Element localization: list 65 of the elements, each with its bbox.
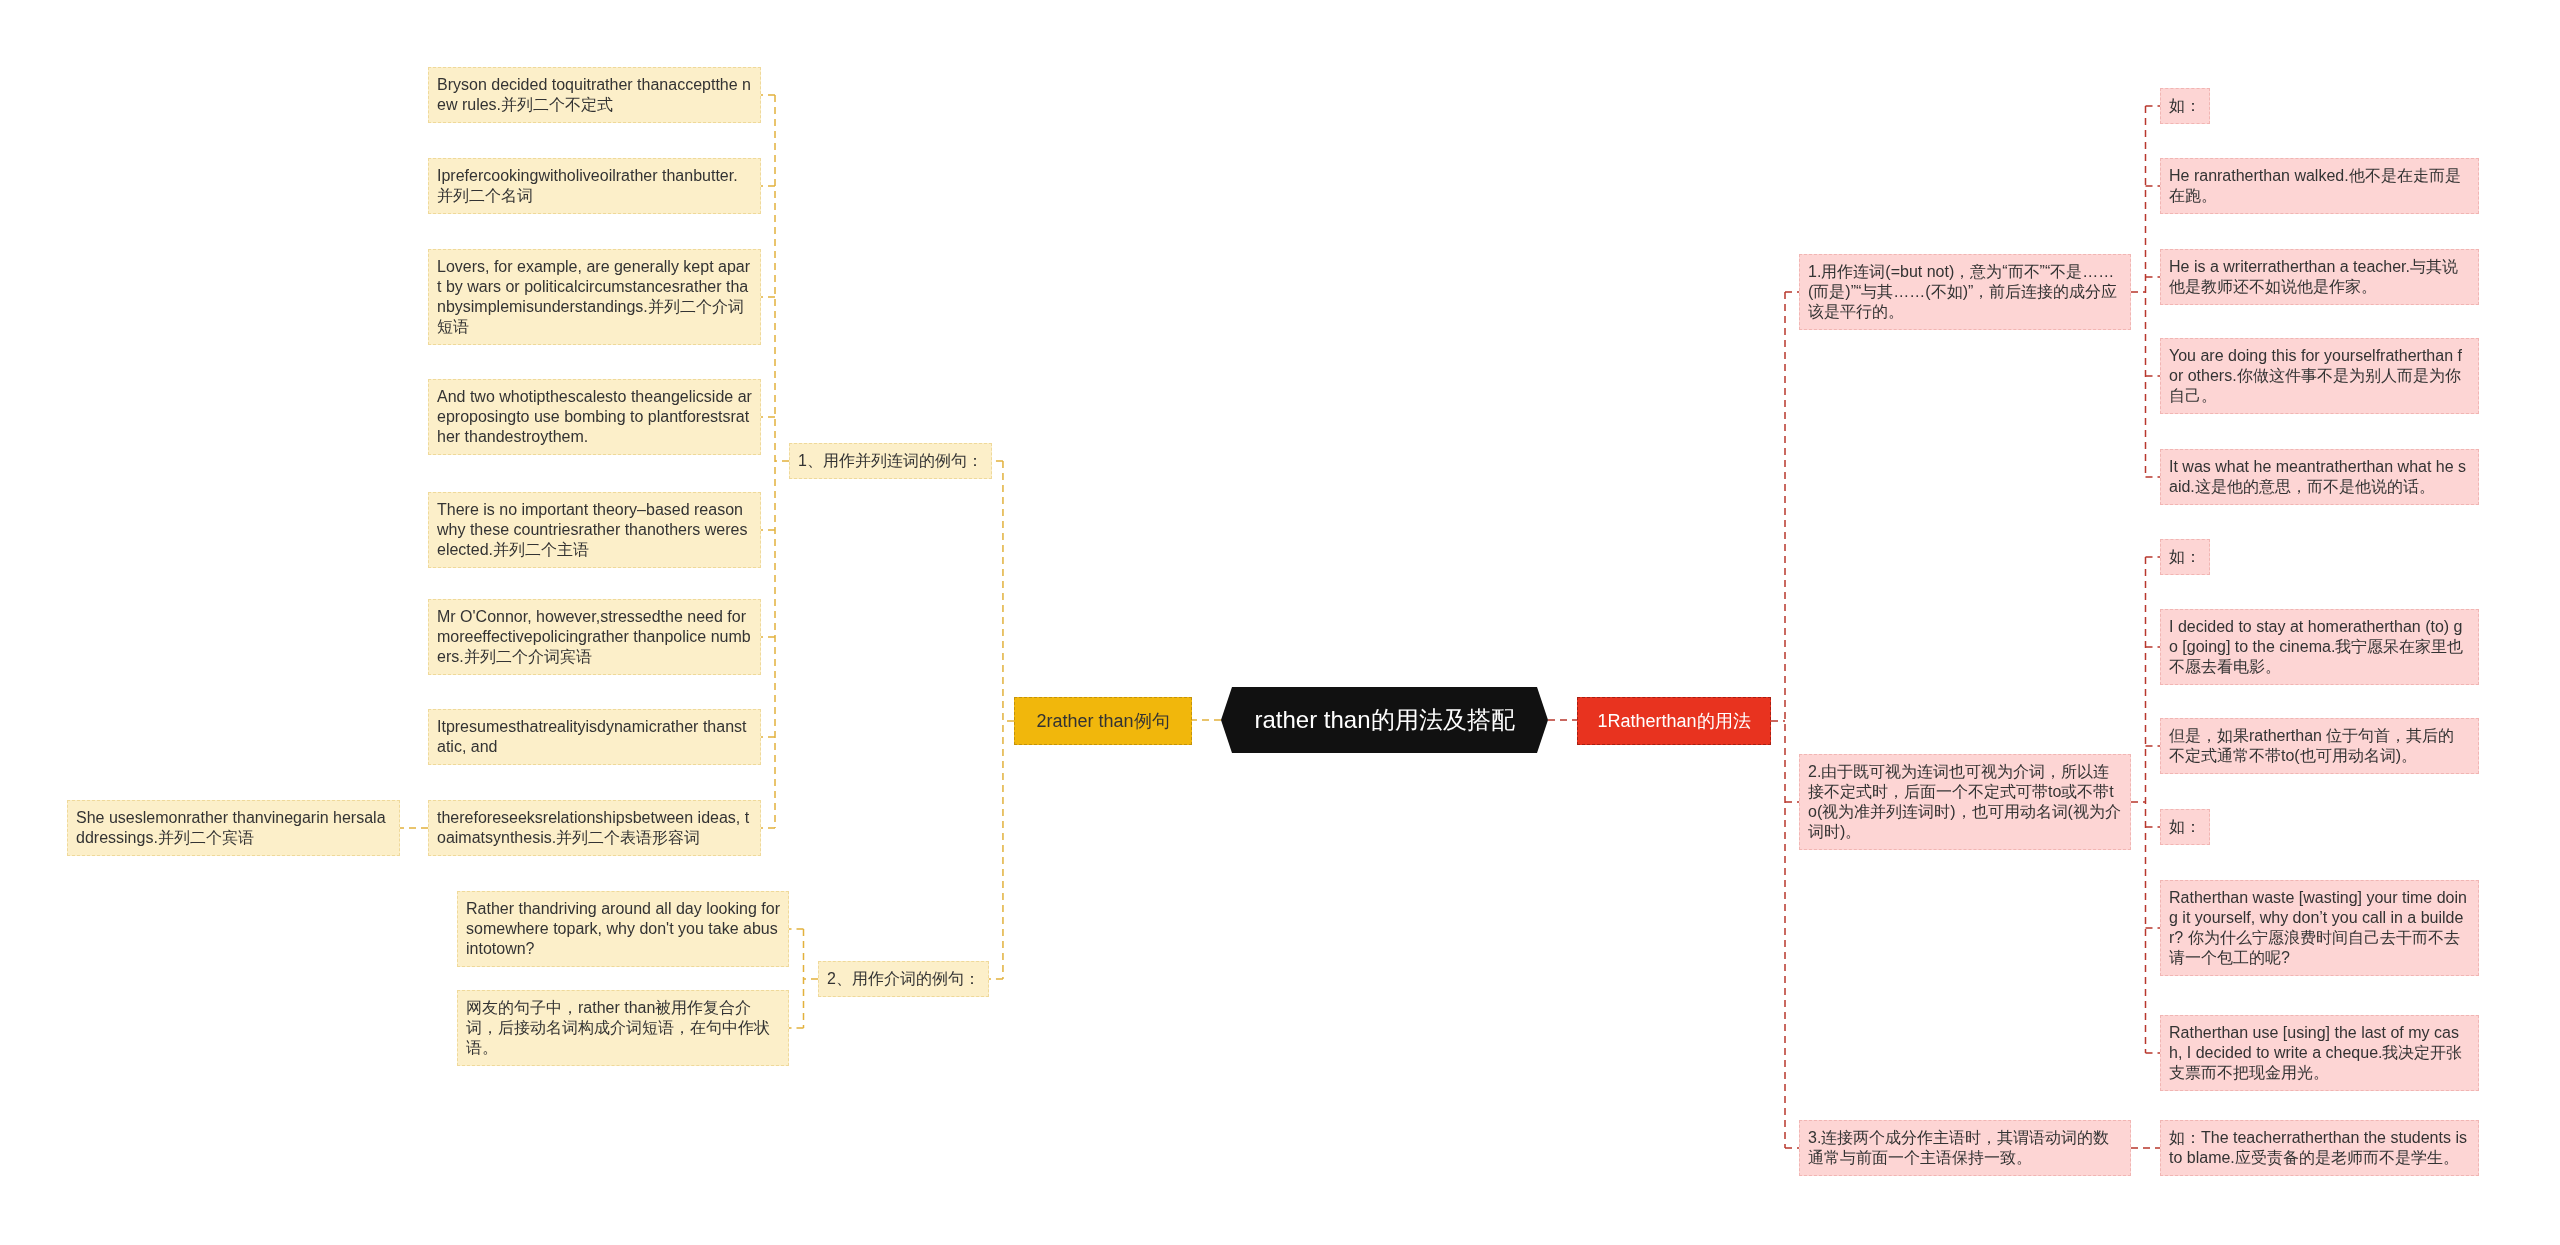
example-box: He is a writerratherthan a teacher.与其说他是教师还不如说他是作家。 — [2160, 249, 2479, 305]
connector-line — [1784, 801, 1800, 803]
example-box: There is no important theory–based reason why these countriesrather thanothers wereselected.并列二个主语 — [428, 492, 761, 568]
connector-line — [1784, 1147, 1800, 1149]
example-box: 如：The teacherratherthan the students is to blame.应受责备的是老师而不是学生。 — [2160, 1120, 2479, 1176]
example-box: 如： — [2160, 809, 2210, 845]
example-box: And two whotipthescalesto theangelicside areproposingto use bombing to plantforestsrather thandestroythem. — [428, 379, 761, 455]
example-box: Iprefercookingwitholiveoilrather thanbutter.并列二个名词 — [428, 158, 761, 214]
connector-line — [760, 827, 776, 829]
connector-line — [2130, 556, 2147, 1054]
example-box: Ratherthan use [using] the last of my cash, I decided to write a cheque.我决定开张支票而不把现金用光。 — [2160, 1015, 2479, 1091]
connector-line — [2144, 826, 2161, 828]
branch-topic: 1Ratherthan的用法 — [1577, 697, 1771, 745]
connector-line — [774, 94, 790, 829]
example-box: Mr O'Connor, however,stressedthe need for moreeffectivepolicingrather thanpolice numbers.并列二个介词宾语 — [428, 599, 761, 675]
connector-line — [1770, 291, 1786, 1149]
central-topic: rather than的用法及搭配 — [1221, 687, 1548, 753]
example-box: Rather thandriving around all day looking for somewhere topark, why don't you take abusintotown? — [457, 891, 789, 967]
subtopic-box: 2.由于既可视为连词也可视为介词，所以连接不定式时，后面一个不定式可带to或不带to(视为准并列连词时)，也可用动名词(视为介词时)。 — [1799, 754, 2131, 850]
example-box: 网友的句子中，rather than被用作复合介词，后接动名词构成介词短语，在句中作状语。 — [457, 990, 789, 1066]
connector-line — [399, 827, 429, 829]
connector-line — [802, 928, 819, 1029]
subtopic-box: 1、用作并列连词的例句： — [789, 443, 992, 479]
connector-line — [2144, 745, 2161, 747]
connector-line — [1547, 719, 1578, 721]
example-box: 如： — [2160, 88, 2210, 124]
connector-line — [788, 1027, 805, 1029]
subtopic-box: 1.用作连词(=but not)，意为“而不”“不是……(而是)”“与其……(不如)”，前后连接的成分应该是平行的。 — [1799, 254, 2131, 330]
connector-line — [760, 94, 776, 96]
connector-line — [2144, 375, 2161, 377]
example-box: It was what he meantratherthan what he said.这是他的意思，而不是他说的话。 — [2160, 449, 2479, 505]
branch-topic: 2rather than例句 — [1014, 697, 1192, 745]
example-box: Itpresumesthatrealityisdynamicrather thanstatic, and — [428, 709, 761, 765]
connector-line — [760, 416, 776, 418]
example-box: Ratherthan waste [wasting] your time doing it yourself, why don’t you call in a builder? 你为什么宁愿浪费时间自己去干而不去请一个包工的呢? — [2160, 880, 2479, 976]
connector-line — [1002, 460, 1015, 980]
connector-line — [2144, 105, 2161, 107]
subtopic-box: 3.连接两个成分作主语时，其谓语动词的数通常与前面一个主语保持一致。 — [1799, 1120, 2131, 1176]
example-box: thereforeseeksrelationshipsbetween ideas, toaimatsynthesis.并列二个表语形容词 — [428, 800, 761, 856]
connector-line — [760, 529, 776, 531]
example-box: I decided to stay at homeratherthan (to) go [going] to the cinema.我宁愿呆在家里也不愿去看电影。 — [2160, 609, 2479, 685]
connector-line — [1784, 291, 1800, 293]
connector-line — [2144, 927, 2161, 929]
example-box: She useslemonrather thanvinegarin hersaladdressings.并列二个宾语 — [67, 800, 400, 856]
connector-line — [760, 636, 776, 638]
connector-line — [2144, 276, 2161, 278]
connector-line — [988, 978, 1004, 980]
example-box: 如： — [2160, 539, 2210, 575]
connector-line — [2144, 185, 2161, 187]
example-box: 但是，如果ratherthan 位于句首，其后的不定式通常不带to(也可用动名词)。 — [2160, 718, 2479, 774]
connector-line — [2144, 646, 2161, 648]
connector-line — [760, 296, 776, 298]
example-box: Bryson decided toquitrather thanacceptthe new rules.并列二个不定式 — [428, 67, 761, 123]
connector-line — [760, 185, 776, 187]
connector-line — [1191, 719, 1222, 721]
connector-line — [2130, 1147, 2161, 1149]
connector-line — [2144, 476, 2161, 478]
example-box: Lovers, for example, are generally kept apart by wars or politicalcircumstancesrather thanbysimplemisunderstandings.并列二个介词短语 — [428, 249, 761, 345]
connector-line — [788, 928, 805, 930]
example-box: You are doing this for yourselfratherthan for others.你做这件事不是为别人而是为你自己。 — [2160, 338, 2479, 414]
example-box: He ranratherthan walked.他不是在走而是在跑。 — [2160, 158, 2479, 214]
subtopic-box: 2、用作介词的例句： — [818, 961, 989, 997]
connector-line — [2144, 556, 2161, 558]
connector-line — [2144, 1052, 2161, 1054]
connector-line — [760, 736, 776, 738]
